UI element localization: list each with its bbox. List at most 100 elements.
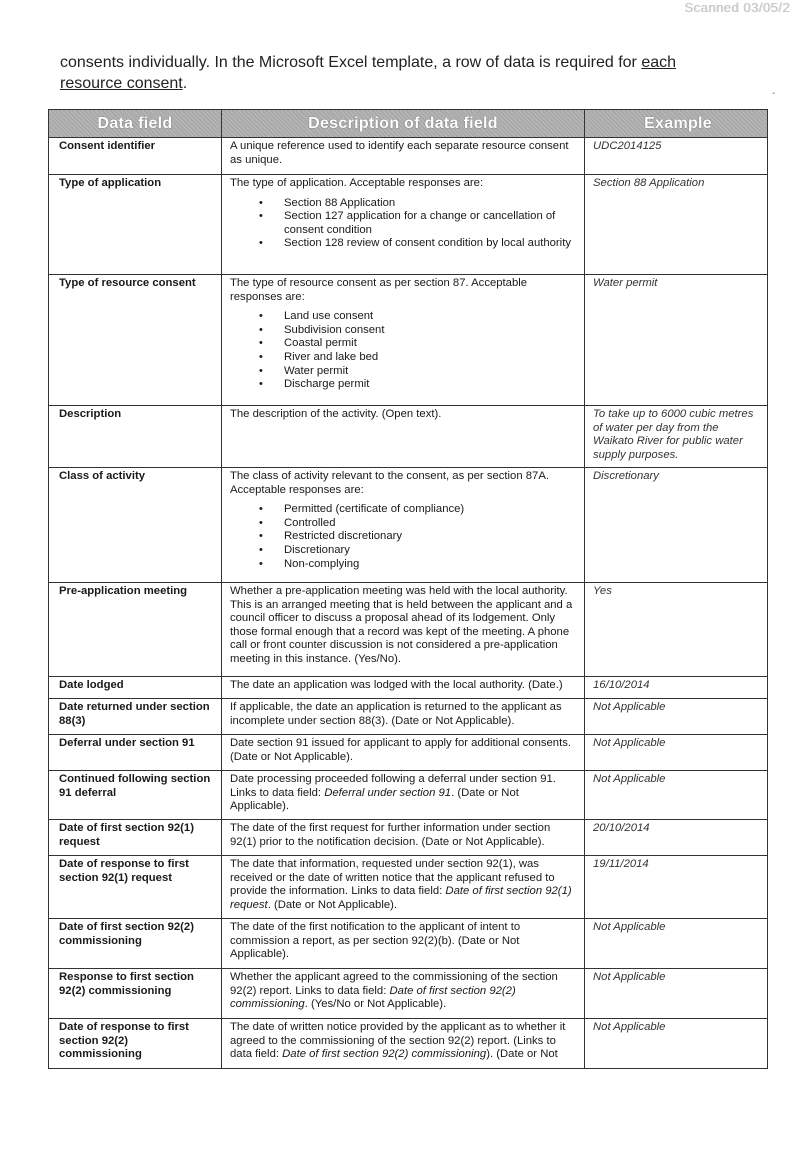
list-item: Restricted discretionary xyxy=(259,530,576,544)
header-description: Description of data field xyxy=(221,109,585,138)
list-item: Permitted (certificate of compliance) xyxy=(259,503,576,517)
intro-end: . xyxy=(182,75,188,92)
table-row: Continued following section 91 deferral D… xyxy=(48,770,768,820)
intro-text: consents individually. In the Microsoft … xyxy=(60,54,642,71)
field-name-cell: Date of first section 92(2) commissionin… xyxy=(48,918,222,969)
description-text: Date section 91 issued for applicant to … xyxy=(230,737,571,763)
intro-paragraph: consents individually. In the Microsoft … xyxy=(60,52,740,94)
field-name-cell: Date of response to first section 92(2) … xyxy=(48,1018,222,1069)
description-cell: Whether the applicant agreed to the comm… xyxy=(221,968,585,1019)
linked-field-reference: Date of first section 92(2) commissionin… xyxy=(230,984,516,1011)
description-text: . (Date or Not Applicable). xyxy=(230,786,519,813)
description-text: ). (Date or Not xyxy=(486,1048,558,1061)
example-cell: Section 88 Application xyxy=(584,174,768,275)
field-name-cell: Date returned under section 88(3) xyxy=(48,698,222,735)
list-item: Controlled xyxy=(259,517,576,531)
data-field-table: Data field Description of data field Exa… xyxy=(48,109,768,1069)
description-text: The date of the first request for furthe… xyxy=(230,822,551,848)
field-name-cell: Type of application xyxy=(48,174,222,275)
acceptable-responses-list: Land use consentSubdivision consentCoast… xyxy=(230,310,576,392)
intro-underline-each: each xyxy=(641,54,677,71)
margin-mark: - xyxy=(772,88,776,99)
list-item: Discretionary xyxy=(259,544,576,558)
field-name-cell: Continued following section 91 deferral xyxy=(48,770,222,820)
linked-field-reference: Date of first section 92(2) commissionin… xyxy=(282,1048,487,1061)
table-row: Type of resource consent The type of reso… xyxy=(48,274,768,406)
description-text: The type of application. Acceptable resp… xyxy=(230,177,484,189)
example-cell: Not Applicable xyxy=(584,918,768,969)
description-cell: The date of the first notification to th… xyxy=(221,918,585,969)
table-row: Response to first section 92(2) commissi… xyxy=(48,968,768,1019)
list-item: Section 128 review of consent condition … xyxy=(259,237,576,251)
description-cell: The date an application was lodged with … xyxy=(221,676,585,699)
description-cell: The class of activity relevant to the co… xyxy=(221,467,585,583)
list-item: Discharge permit xyxy=(259,378,576,392)
description-cell: The date of written notice provided by t… xyxy=(221,1018,585,1069)
field-name-cell: Class of activity xyxy=(48,467,222,583)
example-cell: Discretionary xyxy=(584,467,768,583)
description-text: . (Yes/No or Not Applicable). xyxy=(304,998,447,1011)
list-item: Section 127 application for a change or … xyxy=(259,210,576,237)
table-row: Date lodged The date an application was l… xyxy=(48,676,768,699)
description-text: The type of resource consent as per sect… xyxy=(230,277,528,303)
table-row: Class of activity The class of activity r… xyxy=(48,467,768,583)
field-name-cell: Type of resource consent xyxy=(48,274,222,406)
description-text: Whether the applicant agreed to the comm… xyxy=(230,971,558,997)
description-text: The class of activity relevant to the co… xyxy=(230,470,549,496)
description-cell: The type of application. Acceptable resp… xyxy=(221,174,585,275)
description-cell: Date processing proceeded following a de… xyxy=(221,770,585,820)
linked-field-reference: Deferral under section 91 xyxy=(324,786,452,799)
description-text: The date an application was lodged with … xyxy=(230,679,563,691)
example-cell: Water permit xyxy=(584,274,768,406)
acceptable-responses-list: Section 88 ApplicationSection 127 applic… xyxy=(230,197,576,251)
description-cell: The date that information, requested und… xyxy=(221,855,585,919)
description-text: The date of the first notification to th… xyxy=(230,921,521,961)
description-text: Date processing proceeded following a de… xyxy=(230,773,556,799)
field-name-cell: Description xyxy=(48,405,222,468)
field-name-cell: Date of first section 92(1) request xyxy=(48,819,222,856)
list-item: Non-complying xyxy=(259,558,576,572)
description-text: A unique reference used to identify each… xyxy=(230,140,569,166)
acceptable-responses-list: Permitted (certificate of compliance)Con… xyxy=(230,503,576,571)
example-cell: Not Applicable xyxy=(584,698,768,735)
list-item: Subdivision consent xyxy=(259,324,576,338)
description-cell: The description of the activity. (Open t… xyxy=(221,405,585,468)
scan-stamp: Scanned 03/05/2 xyxy=(684,0,790,15)
field-name-cell: Date lodged xyxy=(48,676,222,699)
table-row: Consent identifier A unique reference use… xyxy=(48,137,768,175)
list-item: River and lake bed xyxy=(259,351,576,365)
table-row: Type of application The type of applicati… xyxy=(48,174,768,275)
linked-field-reference: Date of first section 92(1) request xyxy=(230,885,572,911)
example-cell: To take up to 6000 cubic metres of water… xyxy=(584,405,768,468)
field-name-cell: Pre-application meeting xyxy=(48,582,222,677)
header-data-field: Data field xyxy=(48,109,222,138)
example-cell: UDC2014125 xyxy=(584,137,768,175)
example-cell: 19/11/2014 xyxy=(584,855,768,919)
description-cell: Date section 91 issued for applicant to … xyxy=(221,734,585,771)
description-cell: The type of resource consent as per sect… xyxy=(221,274,585,406)
field-name-cell: Date of response to first section 92(1) … xyxy=(48,855,222,919)
description-text: The date that information, requested und… xyxy=(230,858,555,898)
table-row: Date returned under section 88(3) If appl… xyxy=(48,698,768,735)
description-cell: The date of the first request for furthe… xyxy=(221,819,585,856)
description-cell: Whether a pre-application meeting was he… xyxy=(221,582,585,677)
description-text: . (Date or Not Applicable). xyxy=(267,898,398,911)
field-name-cell: Consent identifier xyxy=(48,137,222,175)
example-cell: 16/10/2014 xyxy=(584,676,768,699)
intro-underline-resource-consent: resource consent xyxy=(60,75,183,92)
example-cell: Not Applicable xyxy=(584,734,768,771)
header-example: Example xyxy=(584,109,768,138)
table-row: Date of first section 92(2) commissionin… xyxy=(48,918,768,969)
table-row: Date of first section 92(1) request The d… xyxy=(48,819,768,856)
description-cell: A unique reference used to identify each… xyxy=(221,137,585,175)
example-cell: Not Applicable xyxy=(584,770,768,820)
description-text: The description of the activity. (Open t… xyxy=(230,408,442,420)
list-item: Land use consent xyxy=(259,310,576,324)
example-cell: Not Applicable xyxy=(584,968,768,1019)
field-name-cell: Response to first section 92(2) commissi… xyxy=(48,968,222,1019)
description-text: If applicable, the date an application i… xyxy=(230,701,562,727)
description-text: Whether a pre-application meeting was he… xyxy=(230,585,573,665)
example-cell: Yes xyxy=(584,582,768,677)
